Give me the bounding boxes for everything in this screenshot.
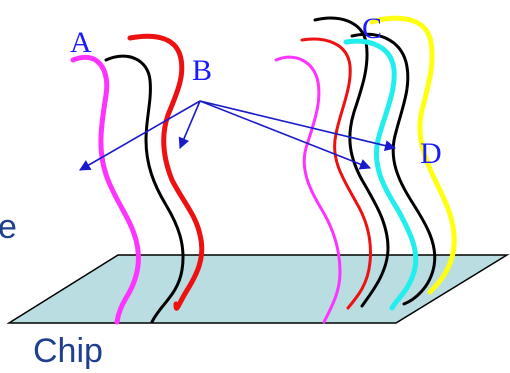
label-d: D — [420, 137, 442, 170]
partial-text-e: e — [0, 208, 17, 246]
black-strand-right-1 — [313, 16, 390, 308]
arrow-b-to-right-cyan-strand — [199, 100, 397, 152]
arrow-b-to-red-strand — [178, 100, 201, 150]
label-b: B — [192, 54, 212, 87]
cyan-strand-right — [343, 38, 419, 311]
arrow-b-to-left-strand — [79, 100, 201, 171]
magenta-strand-right — [274, 55, 342, 324]
black-strand-left — [104, 54, 185, 324]
arrow-b-to-right-black-strand — [199, 100, 372, 170]
yellow-strand-right — [369, 15, 457, 295]
black-strand-right-2 — [350, 32, 437, 306]
label-a: A — [70, 26, 92, 59]
label-chip: Chip — [33, 332, 103, 370]
magenta-strand-left — [70, 55, 141, 325]
label-c: C — [362, 12, 382, 45]
red-strand-right — [300, 37, 372, 310]
red-strand-left — [127, 33, 205, 311]
